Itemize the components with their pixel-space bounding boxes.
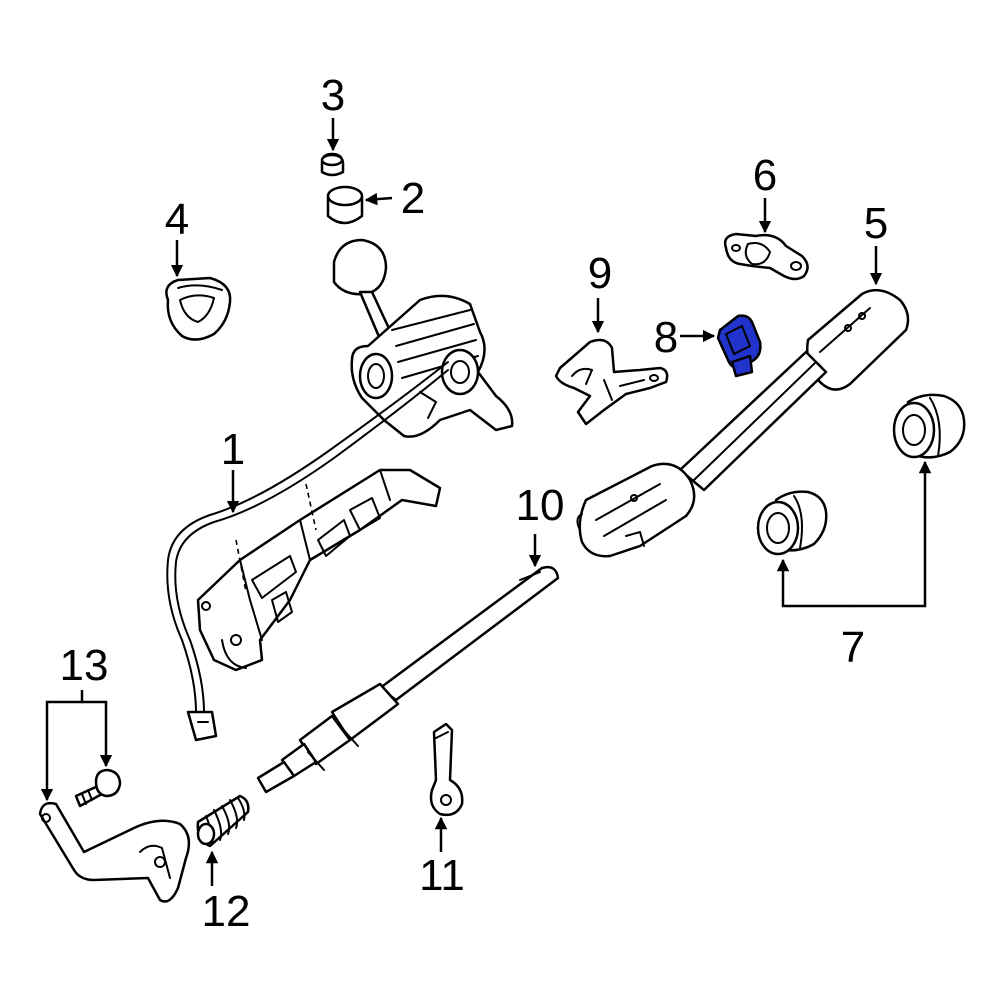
callout-9: 9 (588, 249, 612, 298)
part-6-clamp (723, 232, 809, 281)
callout-12: 12 (202, 887, 251, 936)
part-8-switch-highlighted (716, 314, 762, 378)
part-7-bushing-left (756, 490, 828, 556)
callout-13: 13 (60, 641, 109, 690)
leader-lines (40, 118, 932, 886)
callout-10: 10 (516, 481, 565, 530)
part-11-lever (429, 722, 464, 817)
callout-5: 5 (864, 199, 888, 248)
callout-7: 7 (841, 623, 865, 672)
part-4-boot (165, 276, 232, 341)
callout-8: 8 (654, 313, 678, 362)
callout-6: 6 (753, 151, 777, 200)
callout-11: 11 (419, 851, 465, 900)
part-3-cap (320, 152, 345, 177)
callout-4: 4 (165, 195, 189, 244)
part-13-bolt (74, 768, 122, 808)
part-13-bracket (38, 801, 191, 903)
callout-1: 1 (221, 425, 245, 474)
part-12-spring (196, 794, 250, 848)
callout-labels: 1 2 3 4 5 6 7 8 9 10 11 12 13 (60, 71, 889, 936)
part-2-bushing (326, 185, 364, 225)
callout-2: 2 (401, 174, 425, 223)
part-9-bracket (554, 338, 669, 426)
part-1-column-housing (166, 238, 514, 742)
part-5-column-tube (576, 288, 910, 558)
part-10-shaft (256, 565, 560, 794)
part-7-bushing-right (892, 393, 966, 459)
callout-3: 3 (321, 71, 345, 120)
